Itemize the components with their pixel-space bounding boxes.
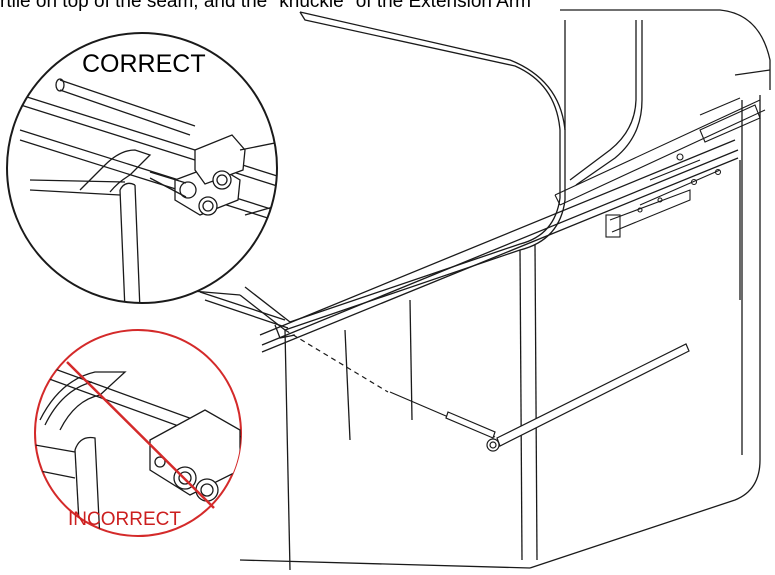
caption-text: rtile on top of the seam, and the "knuck… [0,0,532,12]
incorrect-callout: INCORRECT [34,329,242,537]
cabinet-outline [179,9,771,571]
incorrect-strike [66,361,215,509]
correct-label: CORRECT [82,50,206,78]
correct-callout: CORRECT [6,32,278,304]
upper-mechanism [554,97,766,238]
alignment-dashed-line [284,329,389,393]
extension-arm [389,343,690,452]
instruction-caption: rtile on top of the seam, and the "knuck… [0,0,775,13]
incorrect-label: INCORRECT [68,509,181,530]
